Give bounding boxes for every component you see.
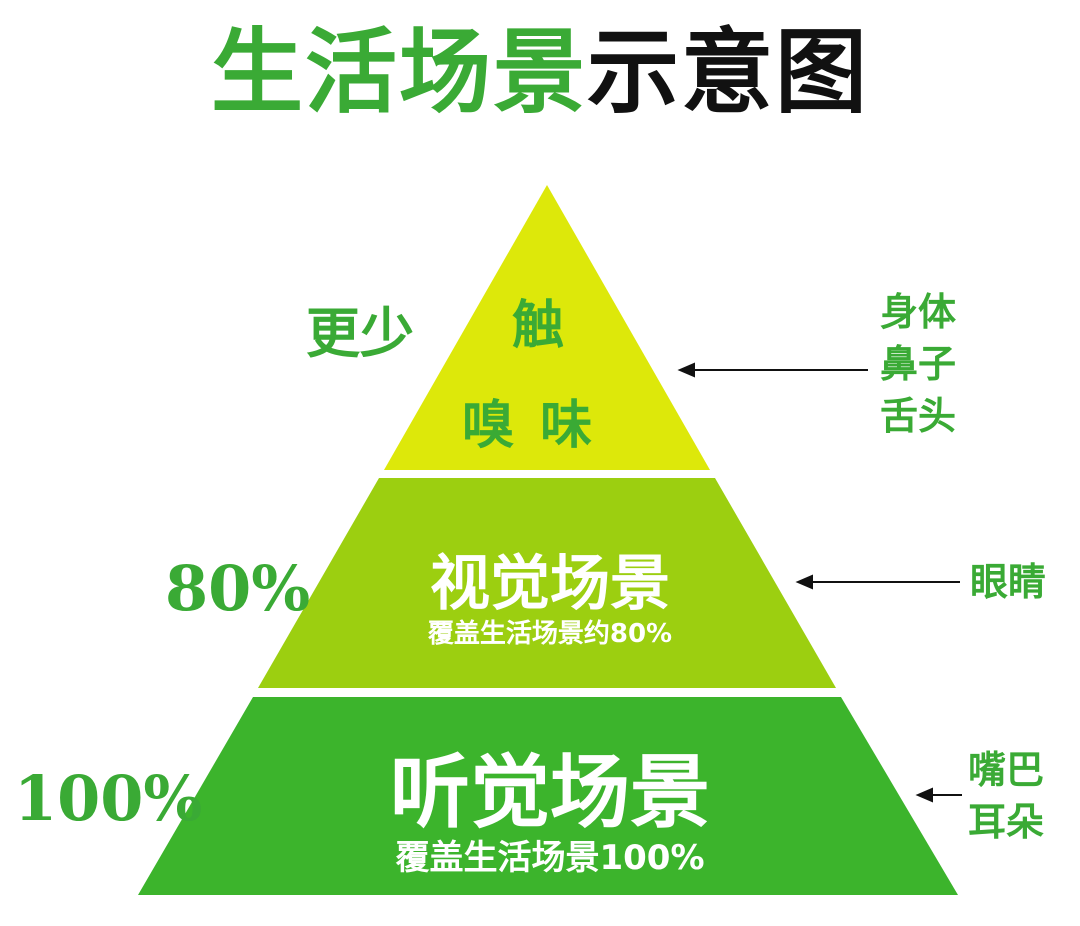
tier-top [384, 185, 710, 470]
hearing-title: 听觉场景 [390, 746, 710, 839]
tier-middle [258, 478, 836, 688]
percent-80: 80% [165, 552, 311, 625]
title-green: 生活场景 [210, 19, 587, 126]
percent-100: 100% [14, 762, 203, 835]
visual-title: 视觉场景 [430, 549, 670, 619]
tier-bottom [138, 697, 958, 895]
hearing-subtitle: 覆盖生活场景100% [395, 838, 705, 878]
organ-mouth: 嘴巴 [968, 748, 1045, 792]
arrow-top-head [677, 362, 695, 378]
organ-tongue: 舌头 [880, 394, 957, 438]
page-title: 生活场景示意图 [0, 18, 1080, 128]
organ-ears: 耳朵 [968, 800, 1045, 844]
visual-subtitle: 覆盖生活场景约80% [427, 619, 673, 649]
organ-eyes: 眼睛 [970, 560, 1047, 604]
title-black: 示意图 [587, 19, 870, 126]
smell-taste-label: 嗅 味 [462, 396, 593, 456]
organs-top: 身体 鼻子 舌头 [880, 286, 956, 442]
organ-body: 身体 [880, 290, 957, 334]
arrow-bottom-head [915, 787, 933, 803]
arrow-middle-head [795, 574, 813, 590]
less-label: 更少 [306, 302, 414, 365]
touch-label: 触 [512, 296, 565, 356]
organs-bottom: 嘴巴 耳朵 [968, 744, 1044, 848]
organ-nose: 鼻子 [880, 342, 957, 386]
